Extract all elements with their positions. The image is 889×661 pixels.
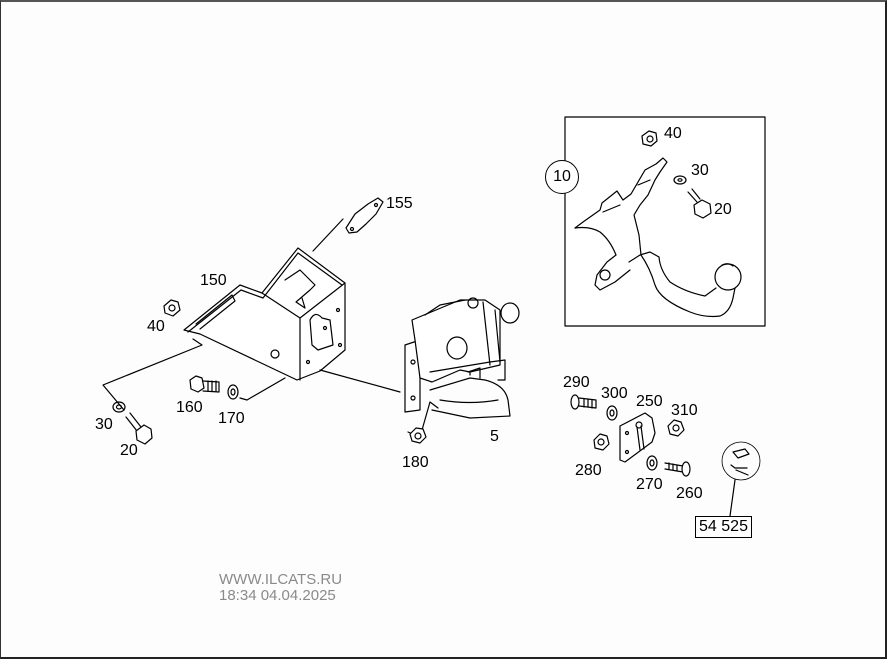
label-150[interactable]: 150 (200, 272, 227, 289)
bolt-290 (570, 394, 597, 410)
nut-180 (409, 427, 427, 444)
label-inset-30[interactable]: 30 (691, 162, 709, 179)
bolt-20 (125, 412, 153, 445)
label-280[interactable]: 280 (575, 462, 602, 479)
watermark: WWW.ILCATS.RU 18:34 04.04.2025 (219, 572, 342, 604)
inset-washer-30 (673, 175, 687, 185)
tow-coupling-5 (404, 297, 520, 419)
bracket-plate-155 (345, 197, 384, 234)
washer-170 (227, 384, 239, 400)
bolt-160 (189, 375, 220, 393)
label-inset-20[interactable]: 20 (714, 201, 732, 218)
leader-155 (312, 218, 344, 252)
watermark-site: WWW.ILCATS.RU (219, 571, 343, 588)
socket-plate-250 (619, 412, 656, 463)
inset-ref-circle[interactable]: 10 (545, 160, 579, 194)
electrical-socket-detail (721, 441, 761, 481)
inset-box (564, 116, 766, 327)
mounting-bracket-150 (183, 247, 346, 381)
label-290[interactable]: 290 (563, 374, 590, 391)
washer-270 (646, 455, 658, 471)
leader-5 (319, 369, 401, 393)
label-5[interactable]: 5 (490, 428, 499, 445)
spring-washer-300 (606, 405, 618, 421)
label-155[interactable]: 155 (386, 195, 413, 212)
leader-54525 (729, 479, 736, 517)
label-300[interactable]: 300 (601, 385, 628, 402)
inset-bolt-20 (687, 188, 712, 219)
label-160[interactable]: 160 (176, 399, 203, 416)
label-270[interactable]: 270 (636, 476, 663, 493)
label-180[interactable]: 180 (402, 454, 429, 471)
watermark-timestamp: 18:34 04.04.2025 (219, 587, 336, 604)
label-170[interactable]: 170 (218, 410, 245, 427)
leader-30-20 (102, 338, 203, 411)
label-250[interactable]: 250 (636, 393, 663, 410)
screw-260 (664, 461, 691, 477)
ref-box-54525[interactable]: 54 525 (695, 516, 752, 538)
nut-40 (163, 299, 181, 317)
nut-280 (593, 433, 610, 451)
inset-nut-40 (641, 130, 658, 147)
nut-310 (667, 419, 685, 437)
leader-170 (239, 377, 286, 401)
label-30[interactable]: 30 (95, 416, 113, 433)
washer-30 (112, 401, 126, 413)
towbar-hook-part (574, 157, 742, 318)
label-20[interactable]: 20 (120, 442, 138, 459)
label-inset-40[interactable]: 40 (664, 125, 682, 142)
label-40[interactable]: 40 (147, 318, 165, 335)
label-260[interactable]: 260 (676, 485, 703, 502)
label-310[interactable]: 310 (671, 402, 698, 419)
